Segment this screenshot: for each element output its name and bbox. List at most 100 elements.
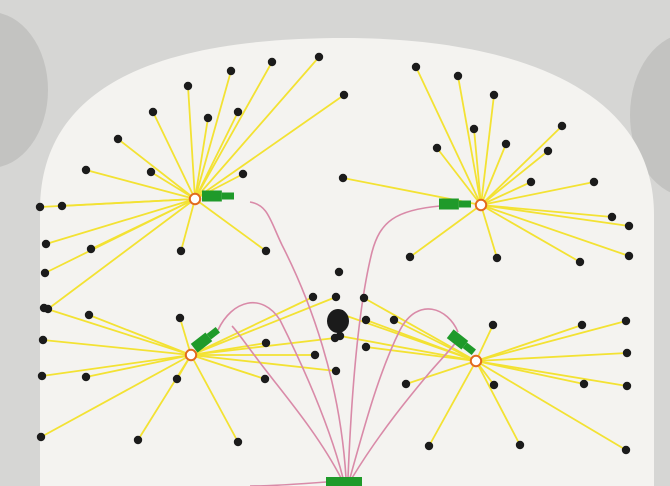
spoke-line (40, 354, 192, 438)
hubs (184, 192, 488, 368)
spoke-line (190, 296, 314, 356)
connector-body (439, 198, 459, 210)
spoke-line (405, 360, 477, 385)
spoke-line (475, 360, 521, 446)
dome-background (40, 38, 654, 486)
spoke-line (187, 85, 196, 200)
hub-bottom-right (469, 354, 483, 368)
endpoint-node (176, 246, 186, 256)
endpoint-node (589, 177, 599, 187)
endpoint-node (37, 371, 47, 381)
endpoint-node (233, 437, 243, 447)
spoke-line (475, 320, 627, 362)
pink-cable (231, 325, 342, 479)
spoke-line (194, 117, 209, 200)
spoke-line (475, 352, 628, 362)
endpoint-node (331, 292, 341, 302)
pink-cable (249, 201, 347, 479)
endpoint-node (148, 107, 158, 117)
spoke-line (480, 150, 549, 206)
spoke-line (480, 204, 613, 218)
endpoint-node (334, 267, 344, 277)
endpoint-node (35, 202, 45, 212)
connector-top-right (439, 198, 471, 210)
endpoint-node (36, 432, 46, 442)
endpoint-node (40, 268, 50, 278)
connector-plug (206, 327, 220, 340)
endpoint-node (38, 335, 48, 345)
spoke-line (190, 296, 337, 356)
endpoint-node (81, 165, 91, 175)
endpoint-node (331, 366, 341, 376)
spoke-line (480, 204, 630, 227)
endpoint-node (575, 257, 585, 267)
endpoint-node (622, 348, 632, 358)
spoke-line (436, 147, 482, 206)
endpoint-node (338, 173, 348, 183)
endpoint-node (488, 320, 498, 330)
spoke-line (85, 354, 192, 378)
connector-top-left (202, 190, 234, 202)
endpoint-node (526, 177, 536, 187)
endpoint-node (113, 134, 123, 144)
endpoint-node (543, 146, 553, 156)
endpoint-node (469, 124, 479, 134)
spoke-line (365, 319, 477, 362)
endpoint-node (489, 90, 499, 100)
spoke-line (339, 335, 477, 362)
spoke-line (475, 324, 494, 362)
endpoint-node (260, 374, 270, 384)
spoke-line (43, 307, 192, 356)
spoke-line (61, 198, 196, 207)
endpoint-node (389, 315, 399, 325)
endpoint-node (424, 441, 434, 451)
endpoint-node (175, 313, 185, 323)
endpoint-node (57, 201, 67, 211)
spoke-line (480, 181, 532, 206)
spoke-line (480, 204, 498, 259)
spoke-line (475, 360, 627, 451)
spoke-line (45, 198, 196, 245)
pink-cable (347, 205, 441, 479)
spoke-line (190, 354, 266, 380)
spoke-line (475, 360, 628, 387)
spoke-line (480, 181, 595, 206)
endpoint-node (310, 350, 320, 360)
hub-top-right (474, 198, 488, 212)
endpoint-node (492, 253, 502, 263)
endpoint-node (579, 379, 589, 389)
endpoint-node (411, 62, 421, 72)
spoke-line (190, 354, 337, 372)
spoke-line (409, 204, 482, 258)
spoke-line (190, 354, 239, 443)
connector-body (202, 190, 222, 202)
pink-cable (351, 341, 457, 479)
spoke-line (179, 317, 192, 356)
spoke-line (480, 94, 495, 206)
spoke-line (457, 75, 482, 206)
center-large-node (327, 309, 349, 333)
endpoint-node (557, 121, 567, 131)
spoke-line (363, 297, 477, 362)
spoke-line (194, 61, 273, 200)
spoke-line (393, 319, 477, 362)
connector-bottom-right (446, 329, 476, 355)
spoke-line (415, 66, 482, 206)
pink-cable (349, 308, 459, 479)
endpoint-node (405, 252, 415, 262)
endpoint-node (39, 303, 49, 313)
spoke-line (190, 337, 336, 356)
endpoint-node (624, 221, 634, 231)
endpoint-node (607, 212, 617, 222)
left-gray-shape (0, 13, 48, 167)
endpoint-node (577, 320, 587, 330)
spoke-line (180, 198, 196, 252)
spoke-line (85, 169, 196, 200)
endpoint-node (489, 380, 499, 390)
hub-bottom-left (184, 348, 198, 362)
spoke-line (41, 354, 192, 377)
spoke-line (152, 111, 196, 200)
endpoint-node (267, 57, 277, 67)
spoke-line (90, 198, 196, 250)
spoke-line (475, 324, 583, 362)
